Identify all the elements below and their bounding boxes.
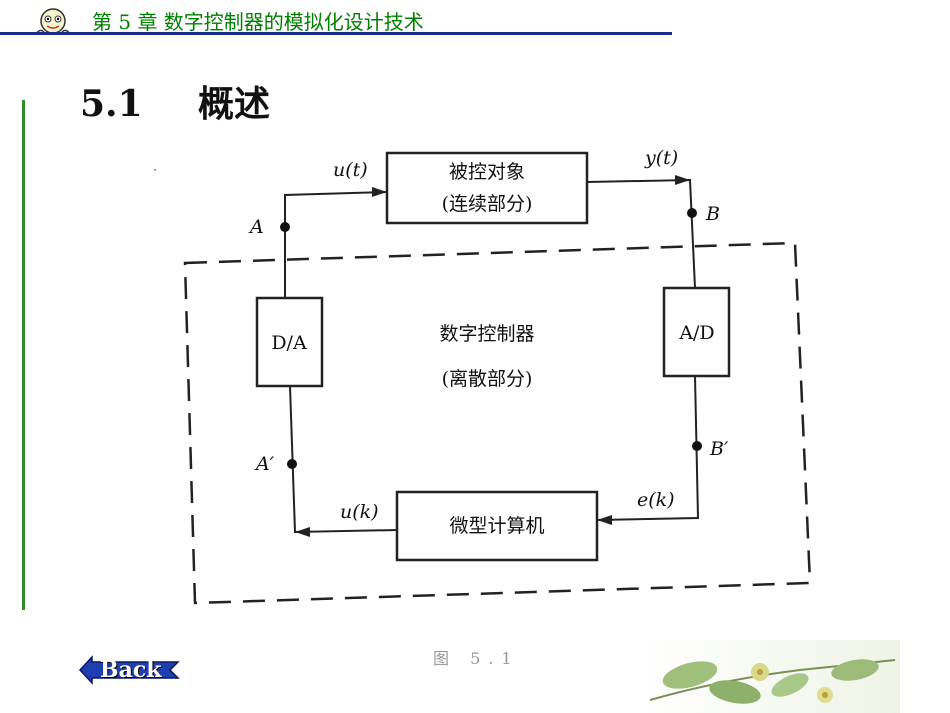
point-b-label: B xyxy=(705,203,720,225)
section-heading: 5.1 概述 xyxy=(80,75,270,127)
controller-sublabel: (离散部分) xyxy=(442,368,533,390)
plant-box xyxy=(385,151,589,225)
point-a-prime-dot xyxy=(287,459,297,469)
decorative-plant-image xyxy=(640,640,900,713)
section-number: 5.1 xyxy=(80,83,143,125)
signal-ut: u(t) xyxy=(333,159,368,181)
da-label: D/A xyxy=(271,332,307,354)
back-arrow-icon xyxy=(78,655,180,685)
chapter-header: 第 5 章 数字控制器的模拟化设计技术 xyxy=(0,0,680,40)
arrow-ek xyxy=(597,515,612,525)
controller-boundary xyxy=(183,241,812,605)
arrow-uk xyxy=(295,527,310,537)
header-divider xyxy=(0,32,672,35)
figure-caption-fragment: 图 5.1 xyxy=(433,649,520,668)
back-label: Back xyxy=(100,657,162,683)
point-b-dot xyxy=(687,208,697,218)
computer-box xyxy=(395,490,599,562)
link-a-to-plant xyxy=(284,191,388,298)
arrow-ut xyxy=(372,187,387,197)
plant-sublabel: (连续部分) xyxy=(442,193,533,215)
point-b-prime-dot xyxy=(692,441,702,451)
link-plant-to-b xyxy=(586,178,696,289)
point-a-prime-label: A′ xyxy=(254,453,275,475)
point-b-prime-label: B′ xyxy=(709,438,729,460)
signal-uk: u(k) xyxy=(340,501,379,523)
chapter-title: 第 5 章 数字控制器的模拟化设计技术 xyxy=(92,10,424,34)
control-system-diagram: 被控对象 (连续部分) D/A A/D 数字控制器 (离散部分) 微型计算机 u… xyxy=(154,147,812,605)
plant-label: 被控对象 xyxy=(449,161,525,183)
point-a-label: A xyxy=(248,216,264,238)
da-box xyxy=(255,296,324,388)
signal-yt: y(t) xyxy=(644,147,678,169)
section-title: 概述 xyxy=(198,83,271,125)
point-a-dot xyxy=(280,222,290,232)
scan-speck xyxy=(154,169,156,171)
left-accent-rule xyxy=(22,100,25,610)
ad-label: A/D xyxy=(678,322,714,344)
link-ad-to-computer xyxy=(596,375,700,521)
ad-box xyxy=(662,286,731,378)
arrow-yt xyxy=(675,175,690,185)
computer-label: 微型计算机 xyxy=(449,515,544,537)
controller-label: 数字控制器 xyxy=(439,323,534,345)
signal-ek: e(k) xyxy=(637,489,675,511)
back-button[interactable]: Back xyxy=(78,655,182,685)
